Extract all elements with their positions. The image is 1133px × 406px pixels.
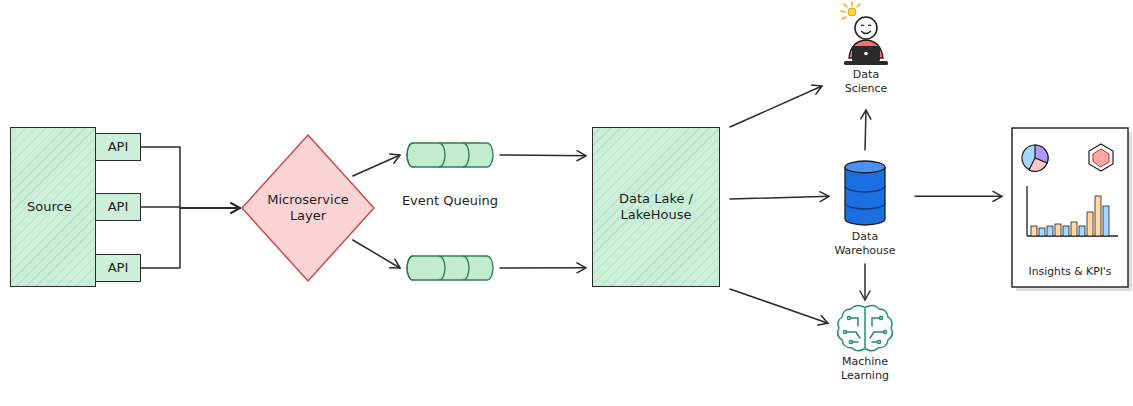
node-caption: Machine Learning: [829, 355, 901, 383]
node-label: API: [108, 139, 129, 155]
arrow-connector: [500, 267, 586, 269]
queue-node: Event Queuing: [405, 141, 495, 169]
machine-learning-node: Machine Learning: [838, 304, 892, 352]
arrow-connector: [500, 154, 586, 156]
api-box: API: [95, 254, 141, 282]
queue-node: [405, 254, 495, 282]
arrow-connector: [141, 147, 240, 208]
queue-cylinder: [405, 141, 495, 169]
arrow-connector: [915, 196, 1002, 198]
data-lake-box: Data Lake / LakeHouse: [592, 127, 720, 287]
source-box: SourceAPIAPIAPI: [10, 127, 96, 287]
arrow-connector: [865, 110, 866, 150]
api-box: API: [95, 133, 141, 161]
arrow-connector: [730, 196, 829, 199]
node-label: API: [108, 260, 129, 276]
node-label: Data Lake / LakeHouse: [607, 191, 705, 224]
node-label: Insights & KPI's: [1012, 265, 1128, 278]
data-science-node: Data Science: [840, 10, 892, 66]
arrow-connector: [141, 208, 240, 268]
node-label: Microservice Layer: [262, 192, 354, 225]
node-label: Source: [27, 199, 72, 215]
arrow-connector: [353, 155, 400, 176]
data-warehouse-node: Data Warehouse: [845, 160, 885, 226]
queue-cylinder: [405, 254, 495, 282]
node-caption: Data Science: [830, 68, 902, 96]
arrow-connector: [730, 289, 828, 323]
data-scientist-icon: [841, 2, 888, 65]
arrow-connector: [864, 264, 866, 300]
node-caption: Event Queuing: [390, 193, 510, 209]
node-caption: Data Warehouse: [829, 230, 901, 258]
insights-panel: Insights & KPI's: [1012, 128, 1128, 287]
arrow-connector: [353, 240, 400, 268]
database-cylinder: [845, 161, 885, 225]
arrow-connector: [730, 86, 822, 127]
dashboard-panel: [1012, 128, 1132, 291]
decision-diamond: Microservice Layer: [240, 133, 376, 283]
node-label: API: [108, 199, 129, 215]
brain-icon: [838, 305, 893, 350]
api-box: API: [95, 193, 141, 221]
